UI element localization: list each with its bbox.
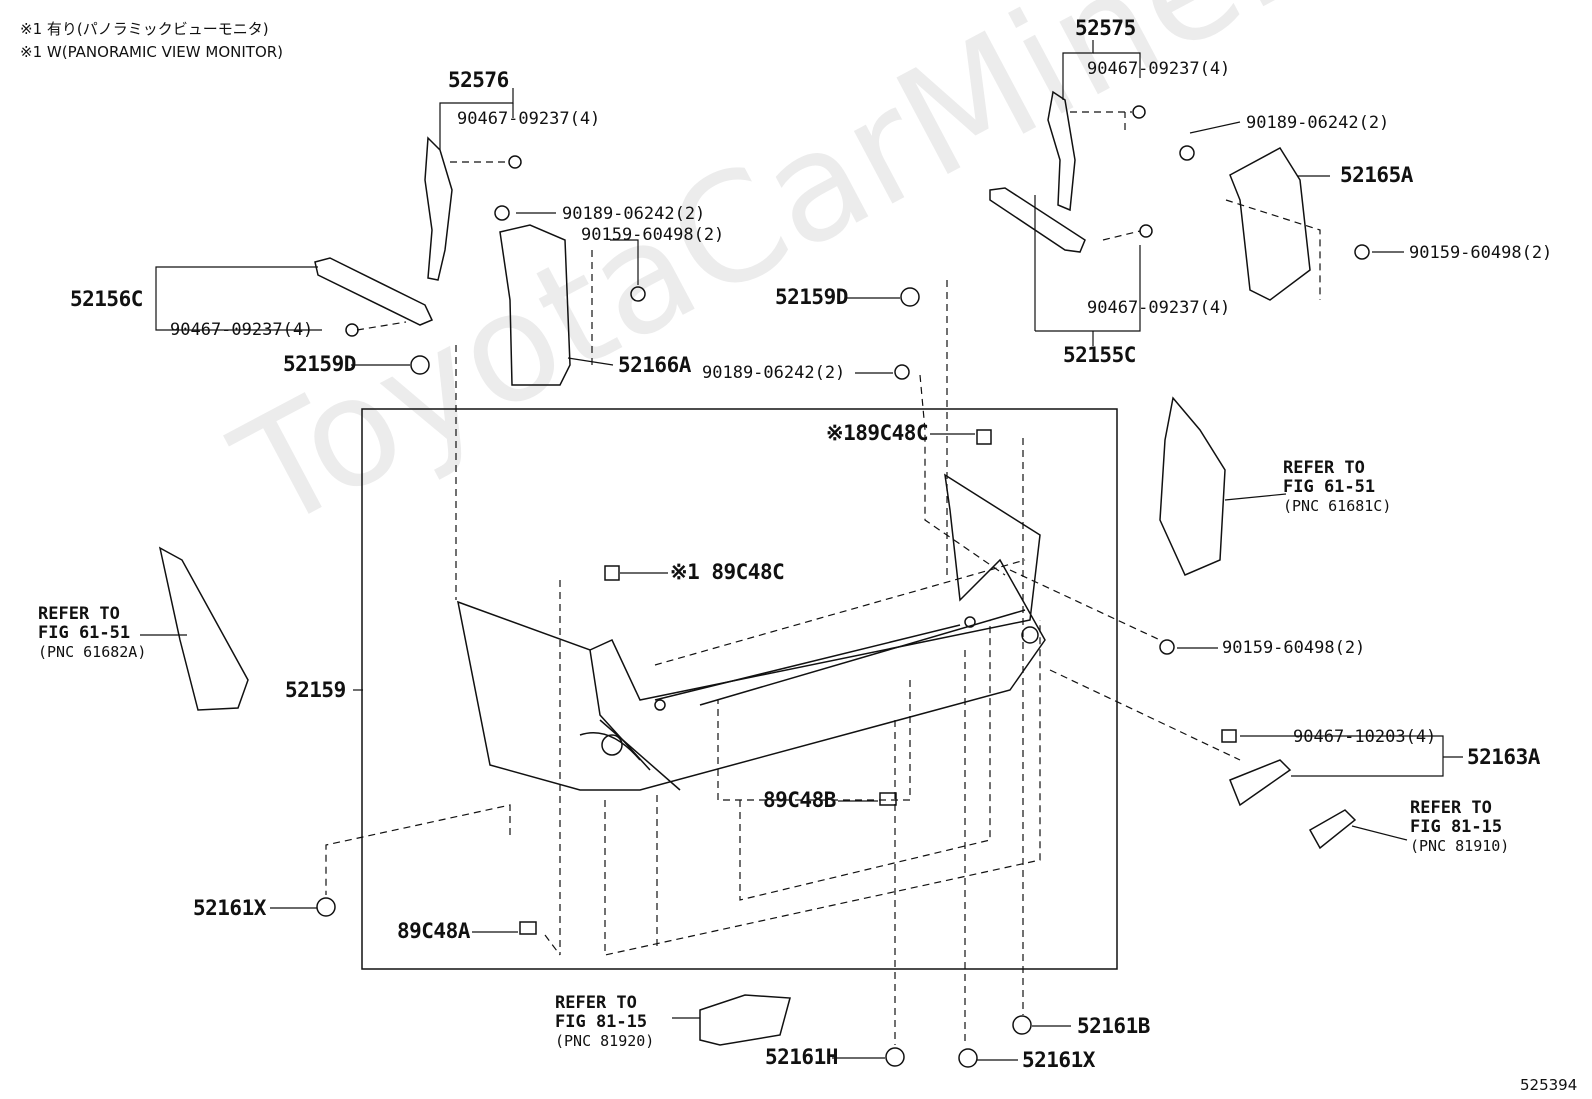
nut-90159-mid-shape <box>1159 639 1175 655</box>
label-52161H[interactable]: 52161H <box>765 1045 838 1069</box>
label-screw-90189-left[interactable]: 90189-06242(2) <box>562 204 706 224</box>
label-52576[interactable]: 52576 <box>448 68 509 92</box>
label-nut-90159-mid[interactable]: 90159-60498(2) <box>1222 638 1366 658</box>
refer-line-2: FIG 81-15 <box>1410 817 1503 837</box>
refer-line-3: (PNC 81920) <box>555 1032 655 1050</box>
bumper-cover-shape <box>457 473 1046 791</box>
screw-52161B-shape <box>1012 1015 1032 1035</box>
refer-line-2: FIG 61-51 <box>1283 477 1376 497</box>
label-52155C[interactable]: 52155C <box>1063 343 1136 367</box>
refer-line-2: FIG 81-15 <box>555 1012 648 1032</box>
label-52166A[interactable]: 52166A <box>618 353 691 377</box>
label-89C48C-right[interactable]: ※189C48C <box>826 421 929 445</box>
assembly-frame <box>361 408 1118 970</box>
label-screw-90189-center[interactable]: 90189-06242(2) <box>702 363 846 383</box>
retainer-52156C-shape <box>314 257 434 326</box>
reflector-81910-shape <box>1308 809 1357 850</box>
diagram-id: 525394 <box>1520 1076 1578 1094</box>
refer-line-3: (PNC 61681C) <box>1283 497 1392 515</box>
screw-90467-10203-shape <box>1221 729 1237 743</box>
screw-52161X-left-shape <box>316 897 336 917</box>
bracket-89C48C-center-shape <box>604 565 620 581</box>
label-52575[interactable]: 52575 <box>1075 16 1136 40</box>
label-52159[interactable]: 52159 <box>285 678 346 702</box>
refer-to-fig-61-51-right[interactable]: REFER TO FIG 61-51 (PNC 61681C) <box>1283 459 1391 516</box>
bracket-52575-shape <box>1047 90 1076 212</box>
refer-line-3: (PNC 81910) <box>1410 837 1510 855</box>
bracket-89C48A-shape <box>519 921 537 935</box>
refer-line-3: (PNC 61682A) <box>38 643 147 661</box>
mudguard-left-shape <box>158 546 249 711</box>
refer-to-fig-61-51-left[interactable]: REFER TO FIG 61-51 (PNC 61682A) <box>38 605 146 662</box>
reflector-81920-shape <box>699 994 791 1046</box>
spacer-52166A-shape <box>499 224 571 386</box>
label-nut-90159-right[interactable]: 90159-60498(2) <box>1409 243 1553 263</box>
refer-to-fig-81-15-pnc-81920[interactable]: REFER TO FIG 81-15 (PNC 81920) <box>555 994 654 1051</box>
screw-52161X-right-shape <box>958 1048 978 1068</box>
refer-line-1: REFER TO <box>555 993 637 1013</box>
bracket-89C48B-shape <box>879 792 897 806</box>
label-nut-90159-left[interactable]: 90159-60498(2) <box>581 225 725 245</box>
leader-lines <box>140 40 1463 1061</box>
label-52159D-right[interactable]: 52159D <box>775 285 848 309</box>
bracket-52576-shape <box>424 136 453 281</box>
spacer-52165A-shape <box>1229 147 1311 301</box>
label-screw-90467-10203[interactable]: 90467-10203(4) <box>1293 727 1437 747</box>
reflector-52163A-shape <box>1229 759 1292 807</box>
mudguard-right-shape <box>1159 396 1226 576</box>
label-52161B[interactable]: 52161B <box>1077 1014 1150 1038</box>
label-52165A[interactable]: 52165A <box>1340 163 1413 187</box>
label-bolt-52155C[interactable]: 90467-09237(4) <box>1087 298 1231 318</box>
nut-90159-left-shape <box>630 286 646 302</box>
label-bolt-52576[interactable]: 90467-09237(4) <box>457 109 601 129</box>
bracket-89C48C-right-shape <box>976 429 992 445</box>
note-english: ※1 W(PANORAMIC VIEW MONITOR) <box>20 43 284 61</box>
retainer-52155C-shape <box>989 187 1086 253</box>
label-52161X-left[interactable]: 52161X <box>193 896 266 920</box>
refer-to-fig-81-15-pnc-81910[interactable]: REFER TO FIG 81-15 (PNC 81910) <box>1410 799 1509 856</box>
label-52161X-right[interactable]: 52161X <box>1022 1048 1095 1072</box>
refer-line-1: REFER TO <box>1410 798 1492 818</box>
refer-line-2: FIG 61-51 <box>38 623 131 643</box>
label-52156C[interactable]: 52156C <box>70 287 143 311</box>
note-japanese: ※1 有り(パノラミックビューモニタ) <box>20 20 269 38</box>
bolt-52575-shape <box>1132 105 1146 119</box>
clip-52159D-right-shape <box>900 287 920 307</box>
label-89C48B[interactable]: 89C48B <box>763 788 836 812</box>
bolt-52576-shape <box>508 155 522 169</box>
screw-90189-center-shape <box>894 364 910 380</box>
label-screw-90189-right[interactable]: 90189-06242(2) <box>1246 113 1390 133</box>
refer-line-1: REFER TO <box>38 604 120 624</box>
label-52159D-left[interactable]: 52159D <box>283 352 356 376</box>
label-52163A[interactable]: 52163A <box>1467 745 1540 769</box>
bolt-52156C-shape <box>345 323 359 337</box>
nut-90159-right-shape <box>1354 244 1370 260</box>
dashed-alignment-lines <box>325 111 1321 1045</box>
label-89C48A[interactable]: 89C48A <box>397 919 470 943</box>
label-bolt-52575[interactable]: 90467-09237(4) <box>1087 59 1231 79</box>
screw-90189-left-shape <box>494 205 510 221</box>
refer-line-1: REFER TO <box>1283 458 1365 478</box>
screw-90189-right-shape <box>1179 145 1195 161</box>
label-89C48C-center[interactable]: ※1 89C48C <box>670 560 785 584</box>
bolt-52155C-shape <box>1139 224 1153 238</box>
clip-52159D-left-shape <box>410 355 430 375</box>
screw-52161H-shape <box>885 1047 905 1067</box>
label-bolt-52156C[interactable]: 90467-09237(4) <box>170 320 314 340</box>
